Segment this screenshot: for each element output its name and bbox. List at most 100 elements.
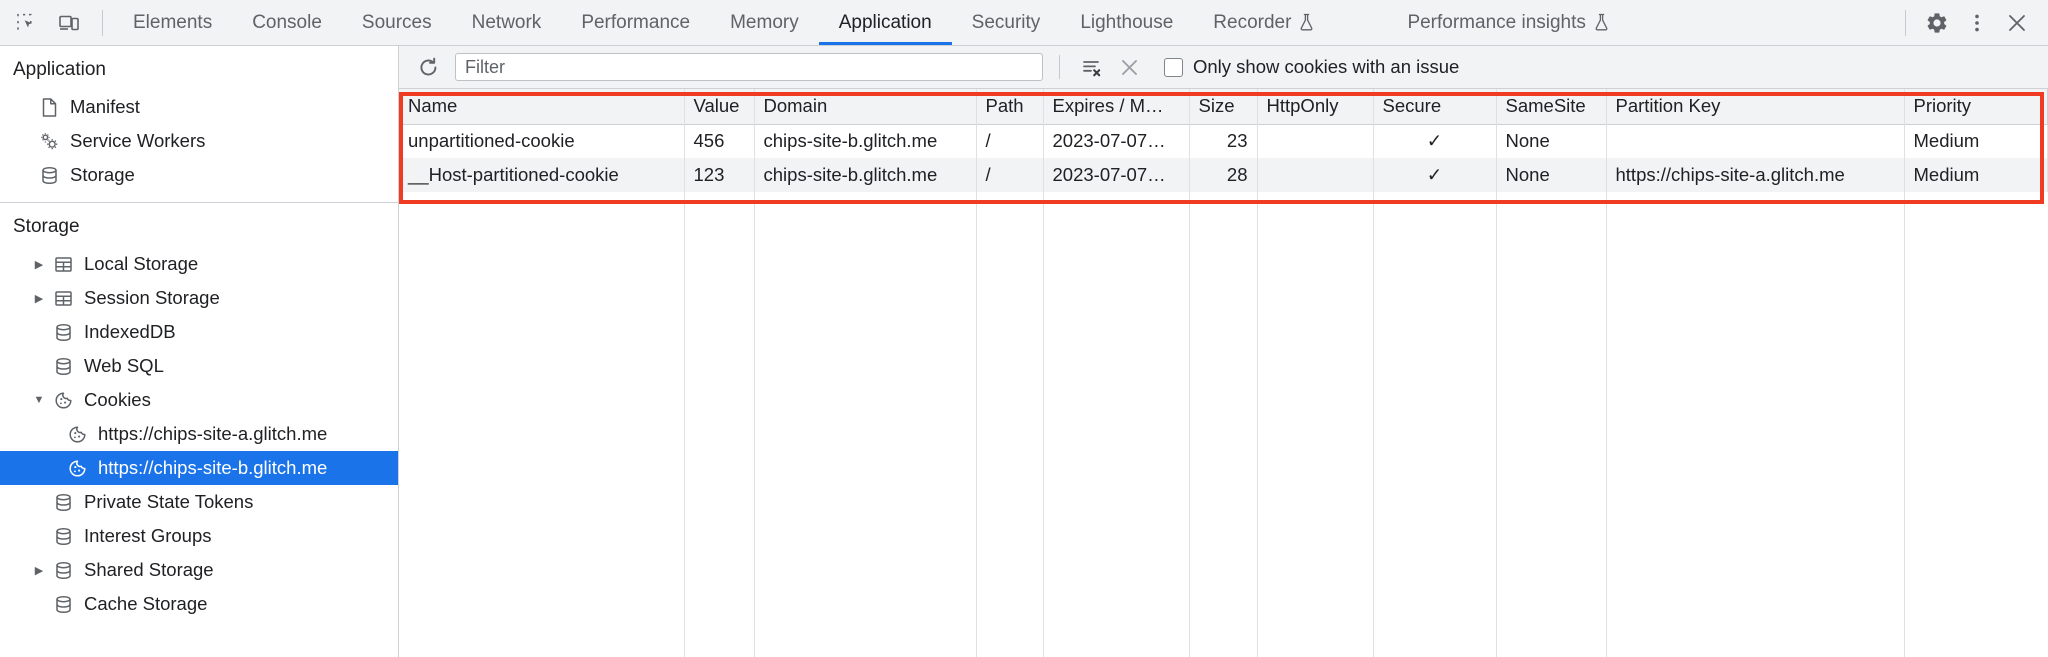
column-header-secure[interactable]: Secure — [1373, 89, 1497, 125]
tab-label: Performance insights — [1407, 11, 1586, 33]
tabbar-right-controls — [1895, 0, 2048, 45]
tab-performance[interactable]: Performance — [561, 0, 710, 45]
toolbar-divider — [102, 9, 103, 36]
tab-memory[interactable]: Memory — [710, 0, 819, 45]
tab-sources[interactable]: Sources — [342, 0, 452, 45]
cookies-table[interactable]: Name Value Domain Path Expires / M… Size… — [399, 89, 2048, 192]
clear-filter-icon[interactable] — [1076, 52, 1106, 82]
tab-console[interactable]: Console — [232, 0, 342, 45]
column-header-size[interactable]: Size — [1189, 89, 1258, 125]
cell-path: / — [976, 124, 1044, 158]
inspect-element-icon[interactable] — [8, 4, 46, 42]
table-icon — [50, 254, 76, 275]
sidebar-item-session-storage[interactable]: ▶ Session Storage — [0, 281, 398, 315]
database-icon — [50, 526, 76, 547]
cookie-icon — [50, 390, 76, 411]
sidebar-item-manifest[interactable]: Manifest — [0, 90, 398, 124]
table-row[interactable]: __Host-partitioned-cookie 123 chips-site… — [399, 158, 2048, 192]
column-header-path[interactable]: Path — [976, 89, 1044, 125]
chevron-right-icon[interactable]: ▶ — [34, 564, 44, 577]
tab-elements[interactable]: Elements — [113, 0, 232, 45]
table-row[interactable]: unpartitioned-cookie 456 chips-site-b.gl… — [399, 124, 2048, 158]
cell-name: unpartitioned-cookie — [399, 124, 685, 158]
sidebar-item-label: Manifest — [70, 95, 140, 117]
cell-samesite: None — [1496, 158, 1607, 192]
column-header-samesite[interactable]: SameSite — [1496, 89, 1607, 125]
device-toolbar-icon[interactable] — [50, 4, 88, 42]
devtools-tabbar: Elements Console Sources Network Perform… — [0, 0, 2048, 46]
table-header-row: Name Value Domain Path Expires / M… Size… — [399, 89, 2048, 125]
sidebar-item-label: IndexedDB — [84, 320, 176, 342]
chevron-right-icon[interactable]: ▶ — [34, 292, 44, 305]
tab-label: Sources — [361, 11, 432, 33]
sidebar-item-cookies[interactable]: ▼ Cookies — [0, 383, 398, 417]
database-icon — [50, 560, 76, 581]
refresh-icon[interactable] — [413, 52, 443, 82]
gear-icon[interactable] — [1918, 4, 1956, 42]
column-header-priority[interactable]: Priority — [1904, 89, 2048, 125]
more-vertical-icon[interactable] — [1958, 4, 1996, 42]
cookies-table-container[interactable]: Name Value Domain Path Expires / M… Size… — [399, 89, 2048, 657]
sidebar-item-local-storage[interactable]: ▶ Local Storage — [0, 247, 398, 281]
column-header-domain[interactable]: Domain — [754, 89, 977, 125]
sidebar-item-web-sql[interactable]: Web SQL — [0, 349, 398, 383]
document-icon — [36, 97, 62, 118]
close-icon[interactable] — [1998, 4, 2036, 42]
filter-placeholder: Filter — [465, 56, 505, 77]
experiment-flask-icon — [1298, 13, 1315, 32]
sidebar-item-label: Local Storage — [84, 252, 199, 274]
cell-priority: Medium — [1904, 158, 2048, 192]
tab-recorder[interactable]: Recorder — [1193, 0, 1335, 45]
tab-performance-insights[interactable]: Performance insights — [1387, 0, 1629, 45]
cell-partition-key — [1606, 124, 1905, 158]
cell-value: 456 — [684, 124, 755, 158]
chevron-down-icon[interactable]: ▼ — [33, 394, 45, 406]
toolbar-divider — [1059, 55, 1060, 79]
sidebar-item-cookies-chips-site-a[interactable]: https://chips-site-a.glitch.me — [0, 417, 398, 451]
sidebar-item-storage[interactable]: Storage — [0, 158, 398, 192]
experiment-flask-icon — [1593, 13, 1610, 32]
clear-all-icon[interactable] — [1114, 52, 1144, 82]
sidebar-item-label: Web SQL — [84, 354, 164, 376]
chevron-right-icon[interactable]: ▶ — [34, 258, 44, 271]
sidebar-section-storage: Storage ▶ Local Storage — [0, 203, 398, 621]
sidebar-item-label: Cache Storage — [84, 592, 208, 614]
tab-label: Console — [252, 11, 322, 33]
tab-lighthouse[interactable]: Lighthouse — [1060, 0, 1193, 45]
cookie-icon — [64, 458, 90, 479]
tab-label: Network — [471, 11, 542, 33]
sidebar-item-label: Session Storage — [84, 286, 220, 308]
column-header-name[interactable]: Name — [399, 89, 685, 125]
cell-domain: chips-site-b.glitch.me — [754, 124, 977, 158]
sidebar-item-cache-storage[interactable]: Cache Storage — [0, 587, 398, 621]
cookies-panel: Filter — [399, 46, 2048, 657]
column-header-expires[interactable]: Expires / M… — [1043, 89, 1190, 125]
sidebar-item-cookies-chips-site-b[interactable]: https://chips-site-b.glitch.me — [0, 451, 398, 485]
only-show-issues-checkbox[interactable] — [1164, 57, 1183, 77]
gears-icon — [36, 130, 62, 152]
sidebar-item-interest-groups[interactable]: Interest Groups — [0, 519, 398, 553]
sidebar-item-service-workers[interactable]: Service Workers — [0, 124, 398, 158]
sidebar-item-label: Storage — [70, 163, 135, 185]
column-header-value[interactable]: Value — [684, 89, 755, 125]
sidebar-item-private-state-tokens[interactable]: Private State Tokens — [0, 485, 398, 519]
cell-expires: 2023-07-07… — [1043, 158, 1190, 192]
column-header-partition-key[interactable]: Partition Key — [1606, 89, 1905, 125]
database-icon — [50, 594, 76, 615]
filter-input[interactable]: Filter — [455, 53, 1043, 81]
only-show-issues-checkbox-row[interactable]: Only show cookies with an issue — [1164, 56, 1459, 78]
sidebar-item-label: Service Workers — [70, 129, 206, 151]
tab-security[interactable]: Security — [952, 0, 1061, 45]
tab-label: Lighthouse — [1080, 11, 1174, 33]
sidebar-item-indexeddb[interactable]: IndexedDB — [0, 315, 398, 349]
tab-network[interactable]: Network — [452, 0, 562, 45]
sidebar-item-label: Shared Storage — [84, 558, 214, 580]
column-header-httponly[interactable]: HttpOnly — [1257, 89, 1374, 125]
tab-application[interactable]: Application — [818, 0, 952, 45]
cell-path: / — [976, 158, 1044, 192]
application-sidebar[interactable]: Application Manifest — [0, 46, 399, 657]
sidebar-item-label: Cookies — [84, 388, 151, 410]
cell-expires: 2023-07-07… — [1043, 124, 1190, 158]
sidebar-item-shared-storage[interactable]: ▶ Shared Storage — [0, 553, 398, 587]
